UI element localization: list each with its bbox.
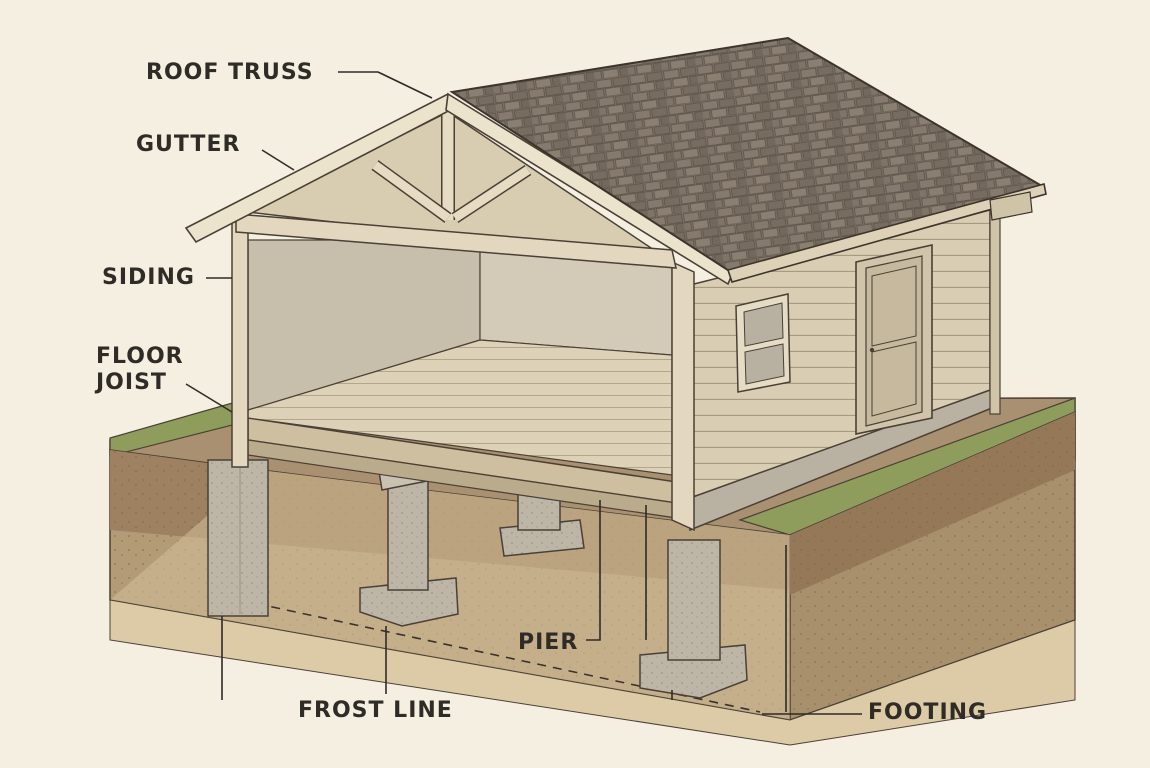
frost-line <box>239 599 761 713</box>
label-siding: SIDING <box>102 265 195 290</box>
concrete-pier-icon <box>207 459 269 617</box>
roof-truss-leader <box>338 71 433 99</box>
pier-leader <box>586 500 601 641</box>
label-floor-joist-line2: JOIST <box>96 370 167 395</box>
label-footing: FOOTING <box>868 700 988 725</box>
label-floor-joist: FLOOR JOIST <box>96 344 184 396</box>
concrete-footing-icon <box>639 539 748 699</box>
label-floor-joist-line1: FLOOR <box>96 344 184 369</box>
label-roof-truss: ROOF TRUSS <box>146 60 314 85</box>
floor-joist-leader <box>185 383 233 413</box>
gutter-leader <box>261 149 295 171</box>
label-frost-line: FROST LINE <box>298 698 453 723</box>
label-pier: PIER <box>518 630 579 655</box>
door <box>855 244 933 435</box>
label-gutter: GUTTER <box>136 132 241 157</box>
leader-lines <box>185 71 862 715</box>
window <box>735 293 791 393</box>
